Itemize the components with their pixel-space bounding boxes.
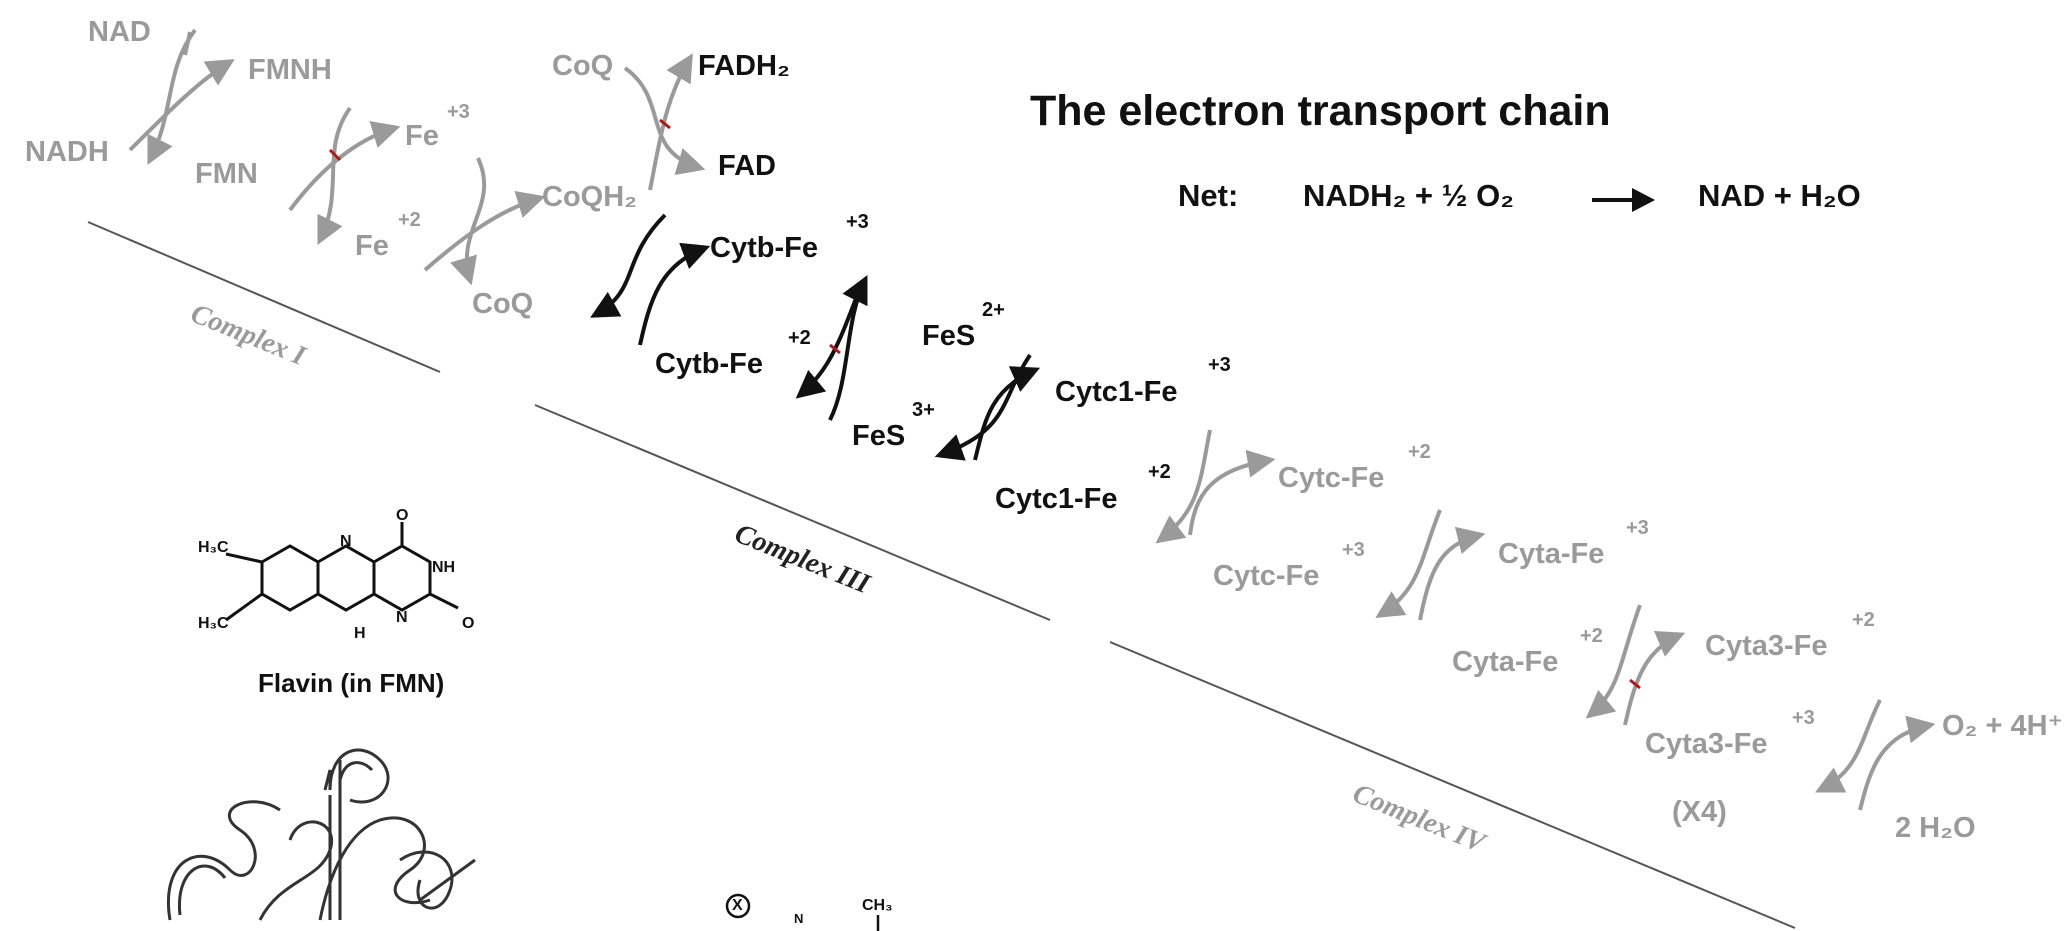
- charge-cytc-red: +2: [1408, 441, 1431, 463]
- species-coq-bottom: CoQ: [472, 288, 534, 320]
- charge-cytb-ox: +3: [846, 211, 869, 233]
- crossing-arrow-fe: [288, 106, 401, 246]
- flavin-atom-h3c-top: H₃C: [198, 539, 229, 556]
- species-cyta-red: Cyta-Fe: [1452, 646, 1559, 678]
- net-label: Net:: [1178, 178, 1239, 213]
- protein-ribbon: [167, 748, 476, 921]
- species-fmnh: FMNH: [248, 54, 332, 86]
- species-cytb-red: Cytb-Fe: [655, 348, 763, 380]
- species-fes-top: FeS: [922, 320, 976, 352]
- charge-fes-bottom: 3+: [912, 399, 935, 421]
- crossing-arrow-nad-fmn: [128, 28, 235, 166]
- charge-cytc1-red: +2: [1148, 461, 1171, 483]
- stoichiometry-x4: (X4): [1672, 796, 1727, 828]
- crossing-arrow-fad: [623, 53, 706, 191]
- flavin-atom-h3c-bottom: H₃C: [198, 615, 229, 632]
- charge-fe-red: +2: [398, 209, 421, 231]
- flavin-atom-o-right: O: [462, 615, 475, 632]
- species-coqh2: CoQH₂: [542, 181, 638, 213]
- charge-cytc1-ox: +3: [1208, 354, 1231, 376]
- flavin-atom-n-top: N: [340, 533, 352, 550]
- species-cytc-ox: Cytc-Fe: [1213, 560, 1320, 592]
- flavin-atom-n-bottom: N: [396, 609, 408, 626]
- charge-cyta-ox: +3: [1626, 517, 1649, 539]
- species-cytb-ox: Cytb-Fe: [710, 232, 818, 264]
- species-cytc1-red: Cytc1-Fe: [995, 483, 1118, 515]
- species-oxygen: O₂ + 4H⁺: [1942, 710, 2063, 742]
- species-coq-top: CoQ: [552, 50, 614, 82]
- crossing-arrow-cytc1: [934, 353, 1041, 461]
- net-products: NAD + H₂O: [1698, 178, 1861, 213]
- species-cytc-red: Cytc-Fe: [1278, 462, 1385, 494]
- flavin-atom-o-top: O: [396, 507, 409, 524]
- species-nad: NAD: [88, 16, 151, 48]
- page-title: The electron transport chain: [1030, 87, 1611, 135]
- species-cytc1-ox: Cytc1-Fe: [1055, 376, 1178, 408]
- flavin-atom-nh: NH: [432, 559, 456, 576]
- species-fe-red: Fe: [355, 230, 389, 262]
- complex-iv-line: [1109, 641, 1796, 929]
- partial-atom-n: N: [794, 911, 804, 926]
- partial-atom-x: X: [732, 897, 743, 914]
- net-reaction-arrow: [1592, 188, 1655, 212]
- species-cyta3-red: Cyta3-Fe: [1705, 630, 1828, 662]
- species-water: 2 H₂O: [1895, 812, 1976, 844]
- species-cyta3-ox: Cyta3-Fe: [1645, 728, 1768, 760]
- partial-atom-ch3: CH₃: [862, 897, 893, 914]
- charge-cytb-red: +2: [788, 327, 811, 349]
- net-reactants: NADH₂ + ½ O₂: [1303, 178, 1515, 213]
- charge-cyta3-ox: +3: [1792, 707, 1815, 729]
- crossing-arrow-fes: [795, 274, 868, 421]
- flavin-structure: [225, 522, 459, 622]
- species-fad: FAD: [718, 150, 776, 182]
- crossing-arrow-cytc: [1155, 429, 1276, 544]
- crossing-arrow-cytb: [590, 213, 711, 346]
- species-nadh: NADH: [25, 136, 109, 168]
- crossing-arrow-o2: [1814, 699, 1936, 811]
- charge-fes-top: 2+: [982, 299, 1005, 321]
- species-fes-bottom: FeS: [852, 420, 906, 452]
- crossing-arrow-cyta: [1375, 509, 1486, 621]
- flavin-caption: Flavin (in FMN): [258, 668, 445, 698]
- charge-cyta3-red: +2: [1852, 609, 1875, 631]
- species-fe-ox: Fe: [405, 120, 439, 152]
- charge-cyta-red: +2: [1580, 625, 1603, 647]
- complex-i-line: [87, 221, 441, 373]
- species-fadh2: FADH₂: [698, 50, 790, 82]
- species-cyta-ox: Cyta-Fe: [1498, 538, 1605, 570]
- complex-iii-line: [534, 404, 1051, 621]
- crossing-arrow-cyta3: [1585, 604, 1686, 726]
- species-fmn: FMN: [195, 158, 258, 190]
- partial-structure: [725, 893, 880, 931]
- charge-fe-ox: +3: [447, 101, 470, 123]
- flavin-atom-h: H: [354, 625, 366, 642]
- charge-cytc-ox: +3: [1342, 539, 1365, 561]
- crossing-arrow-coq: [423, 157, 546, 286]
